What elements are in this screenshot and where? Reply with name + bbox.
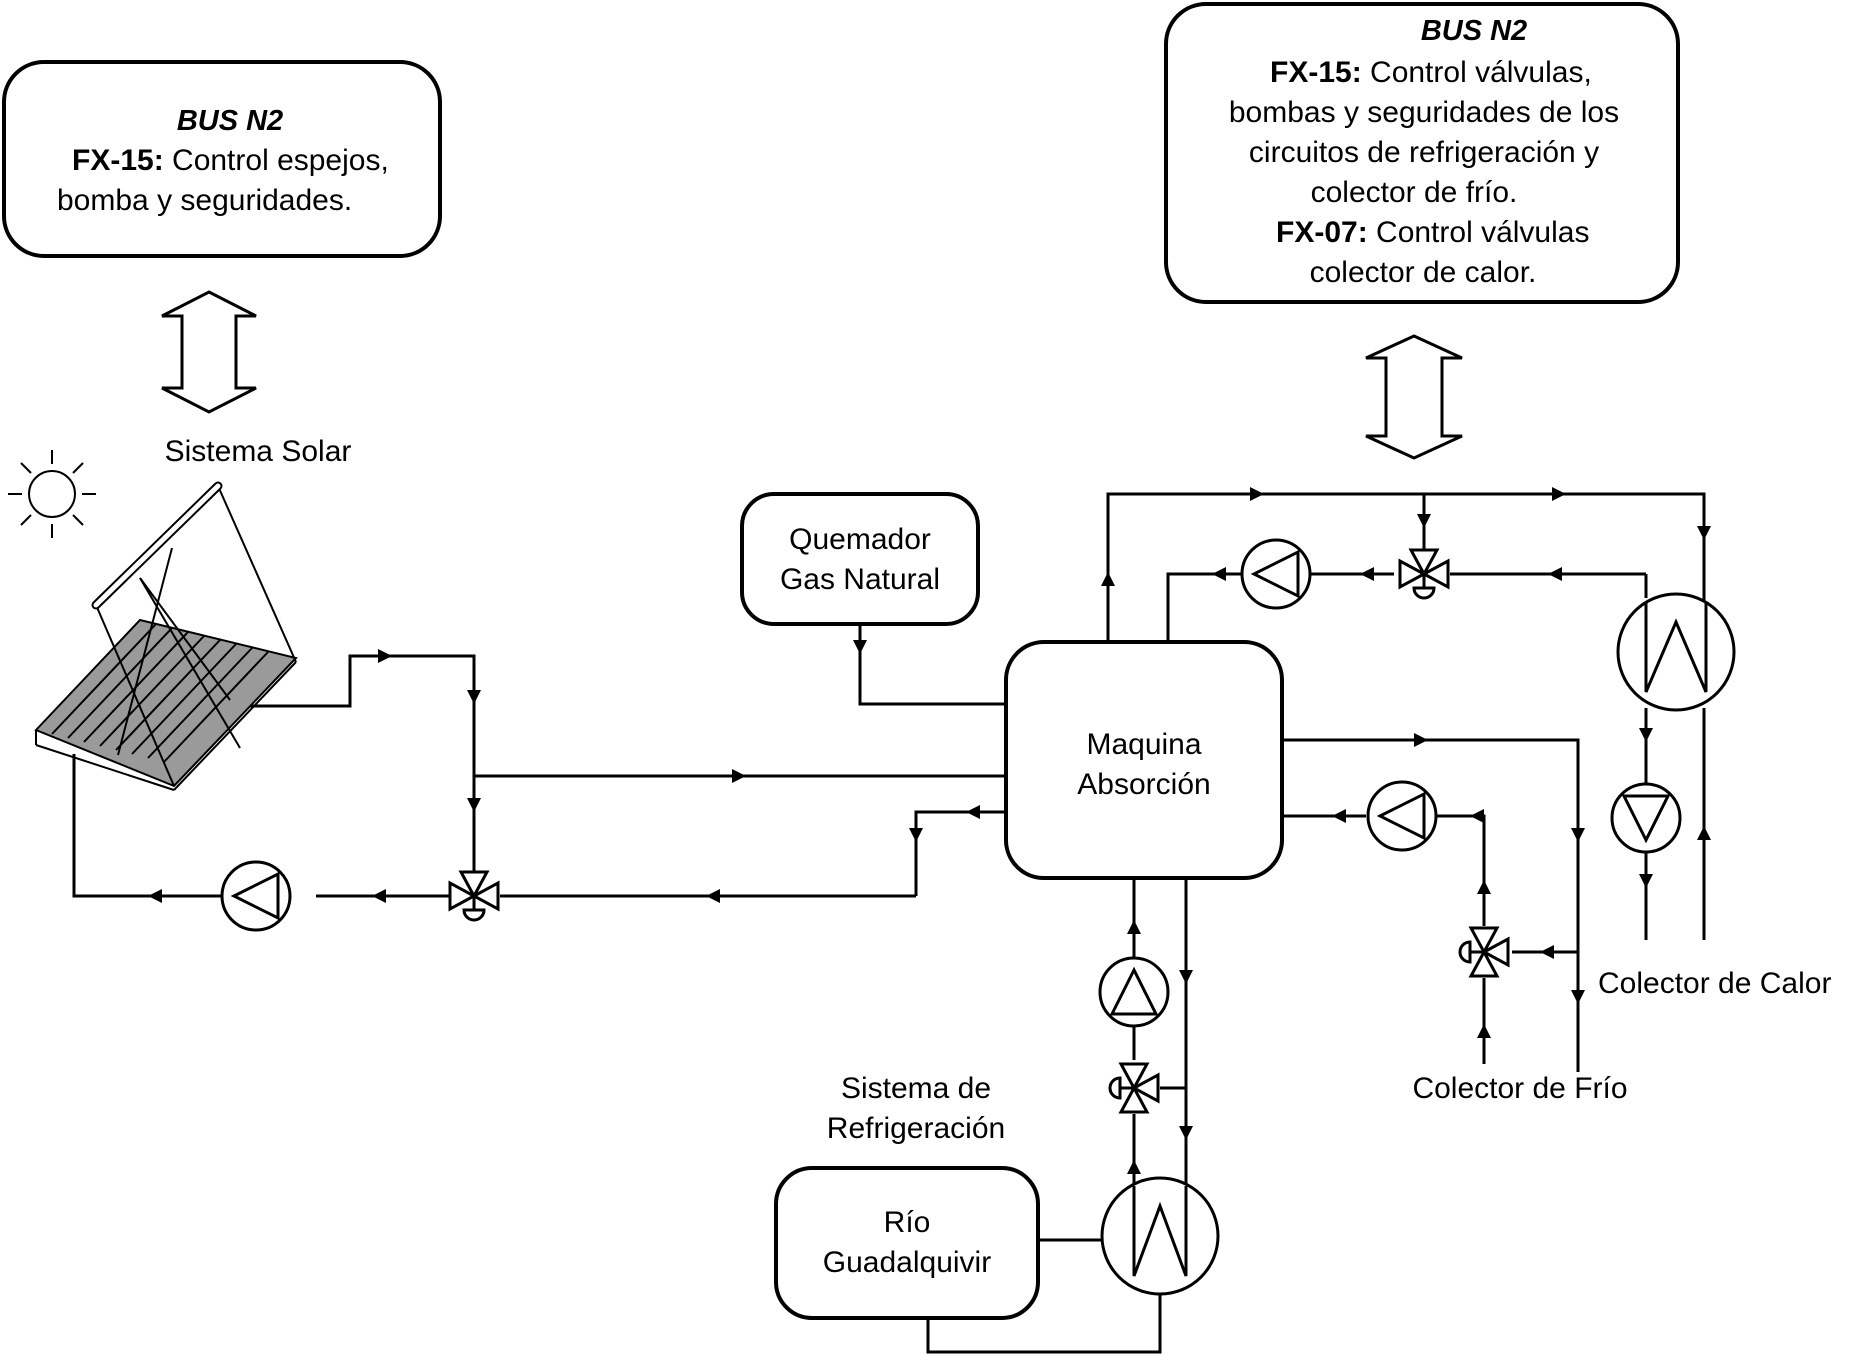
pump-icon	[1366, 780, 1438, 852]
three-way-valve-icon	[448, 870, 500, 922]
bus-right-fx15-text-4: colector de frío.	[1311, 176, 1518, 209]
absorption-machine-box: Maquina Absorción	[1004, 640, 1284, 880]
bus-right-fx15: FX-15: Control válvulas,	[1270, 56, 1592, 89]
solar-collector-icon	[34, 481, 298, 791]
bus-right-fx15-text-1: Control válvulas,	[1362, 56, 1592, 89]
pump-icon	[1610, 782, 1682, 854]
heat-exchanger-icon	[1100, 1176, 1220, 1296]
three-way-valve-icon	[1108, 1062, 1160, 1114]
bus-right-fx07-code: FX-07:	[1276, 216, 1368, 249]
bus-right-fx07-text-1: Control válvulas	[1368, 216, 1590, 249]
bus-left-fx15: FX-15: Control espejos,	[72, 144, 389, 177]
refrigeration-label-1: Sistema de	[841, 1072, 991, 1105]
bus-left-title: BUS N2	[177, 105, 283, 137]
bus-left-fx15-code: FX-15:	[72, 144, 164, 177]
refrigeration-label-2: Refrigeración	[827, 1112, 1005, 1145]
flow-arrows	[148, 487, 1711, 1174]
river-label-1: Río	[884, 1206, 931, 1239]
bus-left-fx15-text-1: Control espejos,	[164, 144, 389, 177]
cold-collector-label: Colector de Frío	[1412, 1072, 1627, 1105]
bus-right-title: BUS N2	[1421, 15, 1527, 47]
river-box: Río Guadalquivir	[774, 1166, 1040, 1320]
burner-label-1: Quemador	[789, 523, 931, 556]
bus-right-fx07: FX-07: Control válvulas	[1276, 216, 1589, 249]
heat-collector-label: Colector de Calor	[1598, 967, 1831, 1000]
bus-right-box: BUS N2 FX-15: Control válvulas, bombas y…	[1164, 2, 1680, 304]
solar-system-label: Sistema Solar	[165, 435, 352, 468]
pump-icon	[1098, 956, 1170, 1028]
bus-right-fx07-text-2: colector de calor.	[1310, 256, 1537, 289]
machine-label-2: Absorción	[1077, 768, 1210, 801]
burner-label-2: Gas Natural	[780, 563, 940, 596]
river-label-2: Guadalquivir	[823, 1246, 991, 1279]
sun-icon	[8, 450, 96, 538]
machine-label-1: Maquina	[1086, 728, 1201, 761]
bidirectional-arrow-icon	[1365, 334, 1463, 460]
pump-icon	[1240, 538, 1312, 610]
bus-left-box: BUS N2 FX-15: Control espejos, bomba y s…	[2, 60, 442, 258]
burner-box: Quemador Gas Natural	[740, 492, 980, 626]
three-way-valve-icon	[1458, 926, 1510, 978]
three-way-valve-icon	[1398, 548, 1450, 600]
bus-left-fx15-text-2: bomba y seguridades.	[57, 184, 352, 217]
bidirectional-arrow-icon	[161, 290, 257, 414]
heat-exchanger-icon	[1616, 592, 1736, 712]
bus-right-fx15-code: FX-15:	[1270, 56, 1362, 89]
pump-icon	[220, 860, 292, 932]
bus-right-fx15-text-2: bombas y seguridades de los	[1229, 96, 1619, 129]
bus-right-fx15-text-3: circuitos de refrigeración y	[1249, 136, 1599, 169]
